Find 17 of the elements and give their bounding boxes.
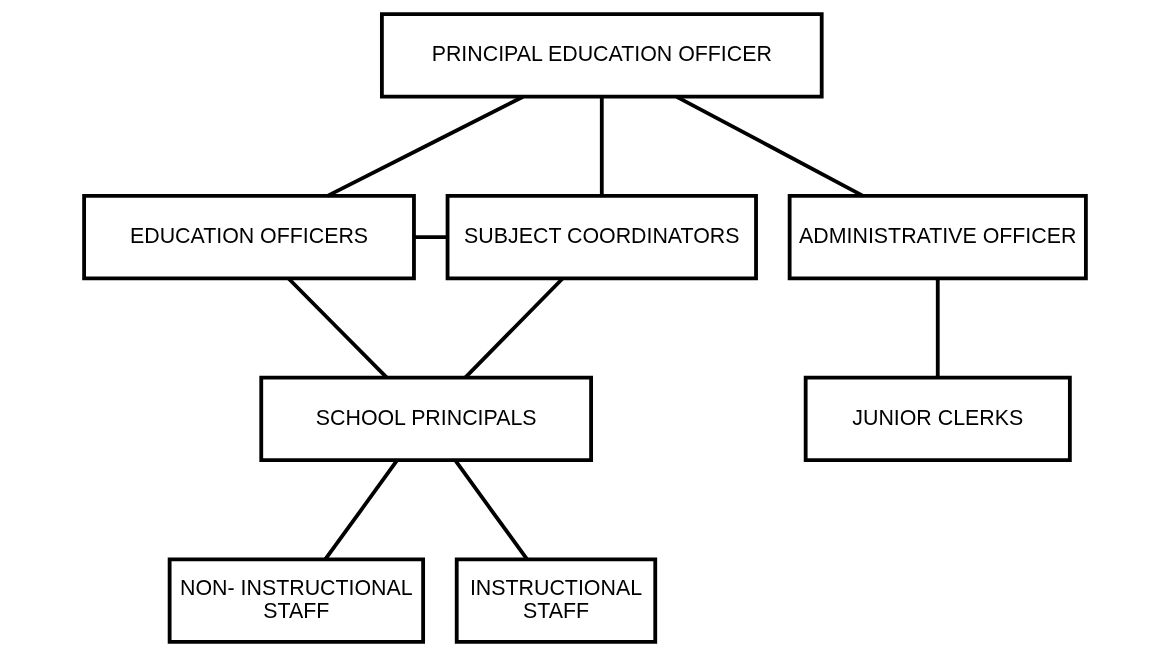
connector [599,97,604,196]
node-box: NON- INSTRUCTIONAL STAFF [167,557,426,644]
connector [675,95,864,198]
node-box: SCHOOL PRINCIPALS [259,375,593,462]
connector [326,95,524,198]
node-box: EDUCATION OFFICERS [82,194,416,281]
connector [464,277,564,379]
connector [323,459,399,561]
connector [935,278,940,378]
node-box: INSTRUCTIONAL STAFF [454,557,658,644]
node-box: JUNIOR CLERKS [803,375,1072,462]
node-box: SUBJECT COORDINATORS [445,194,758,281]
node-box: PRINCIPAL EDUCATION OFFICER [379,12,824,99]
node-box: ADMINISTRATIVE OFFICER [787,194,1088,281]
connector [453,459,529,561]
connector [414,235,448,240]
connector [287,277,388,379]
